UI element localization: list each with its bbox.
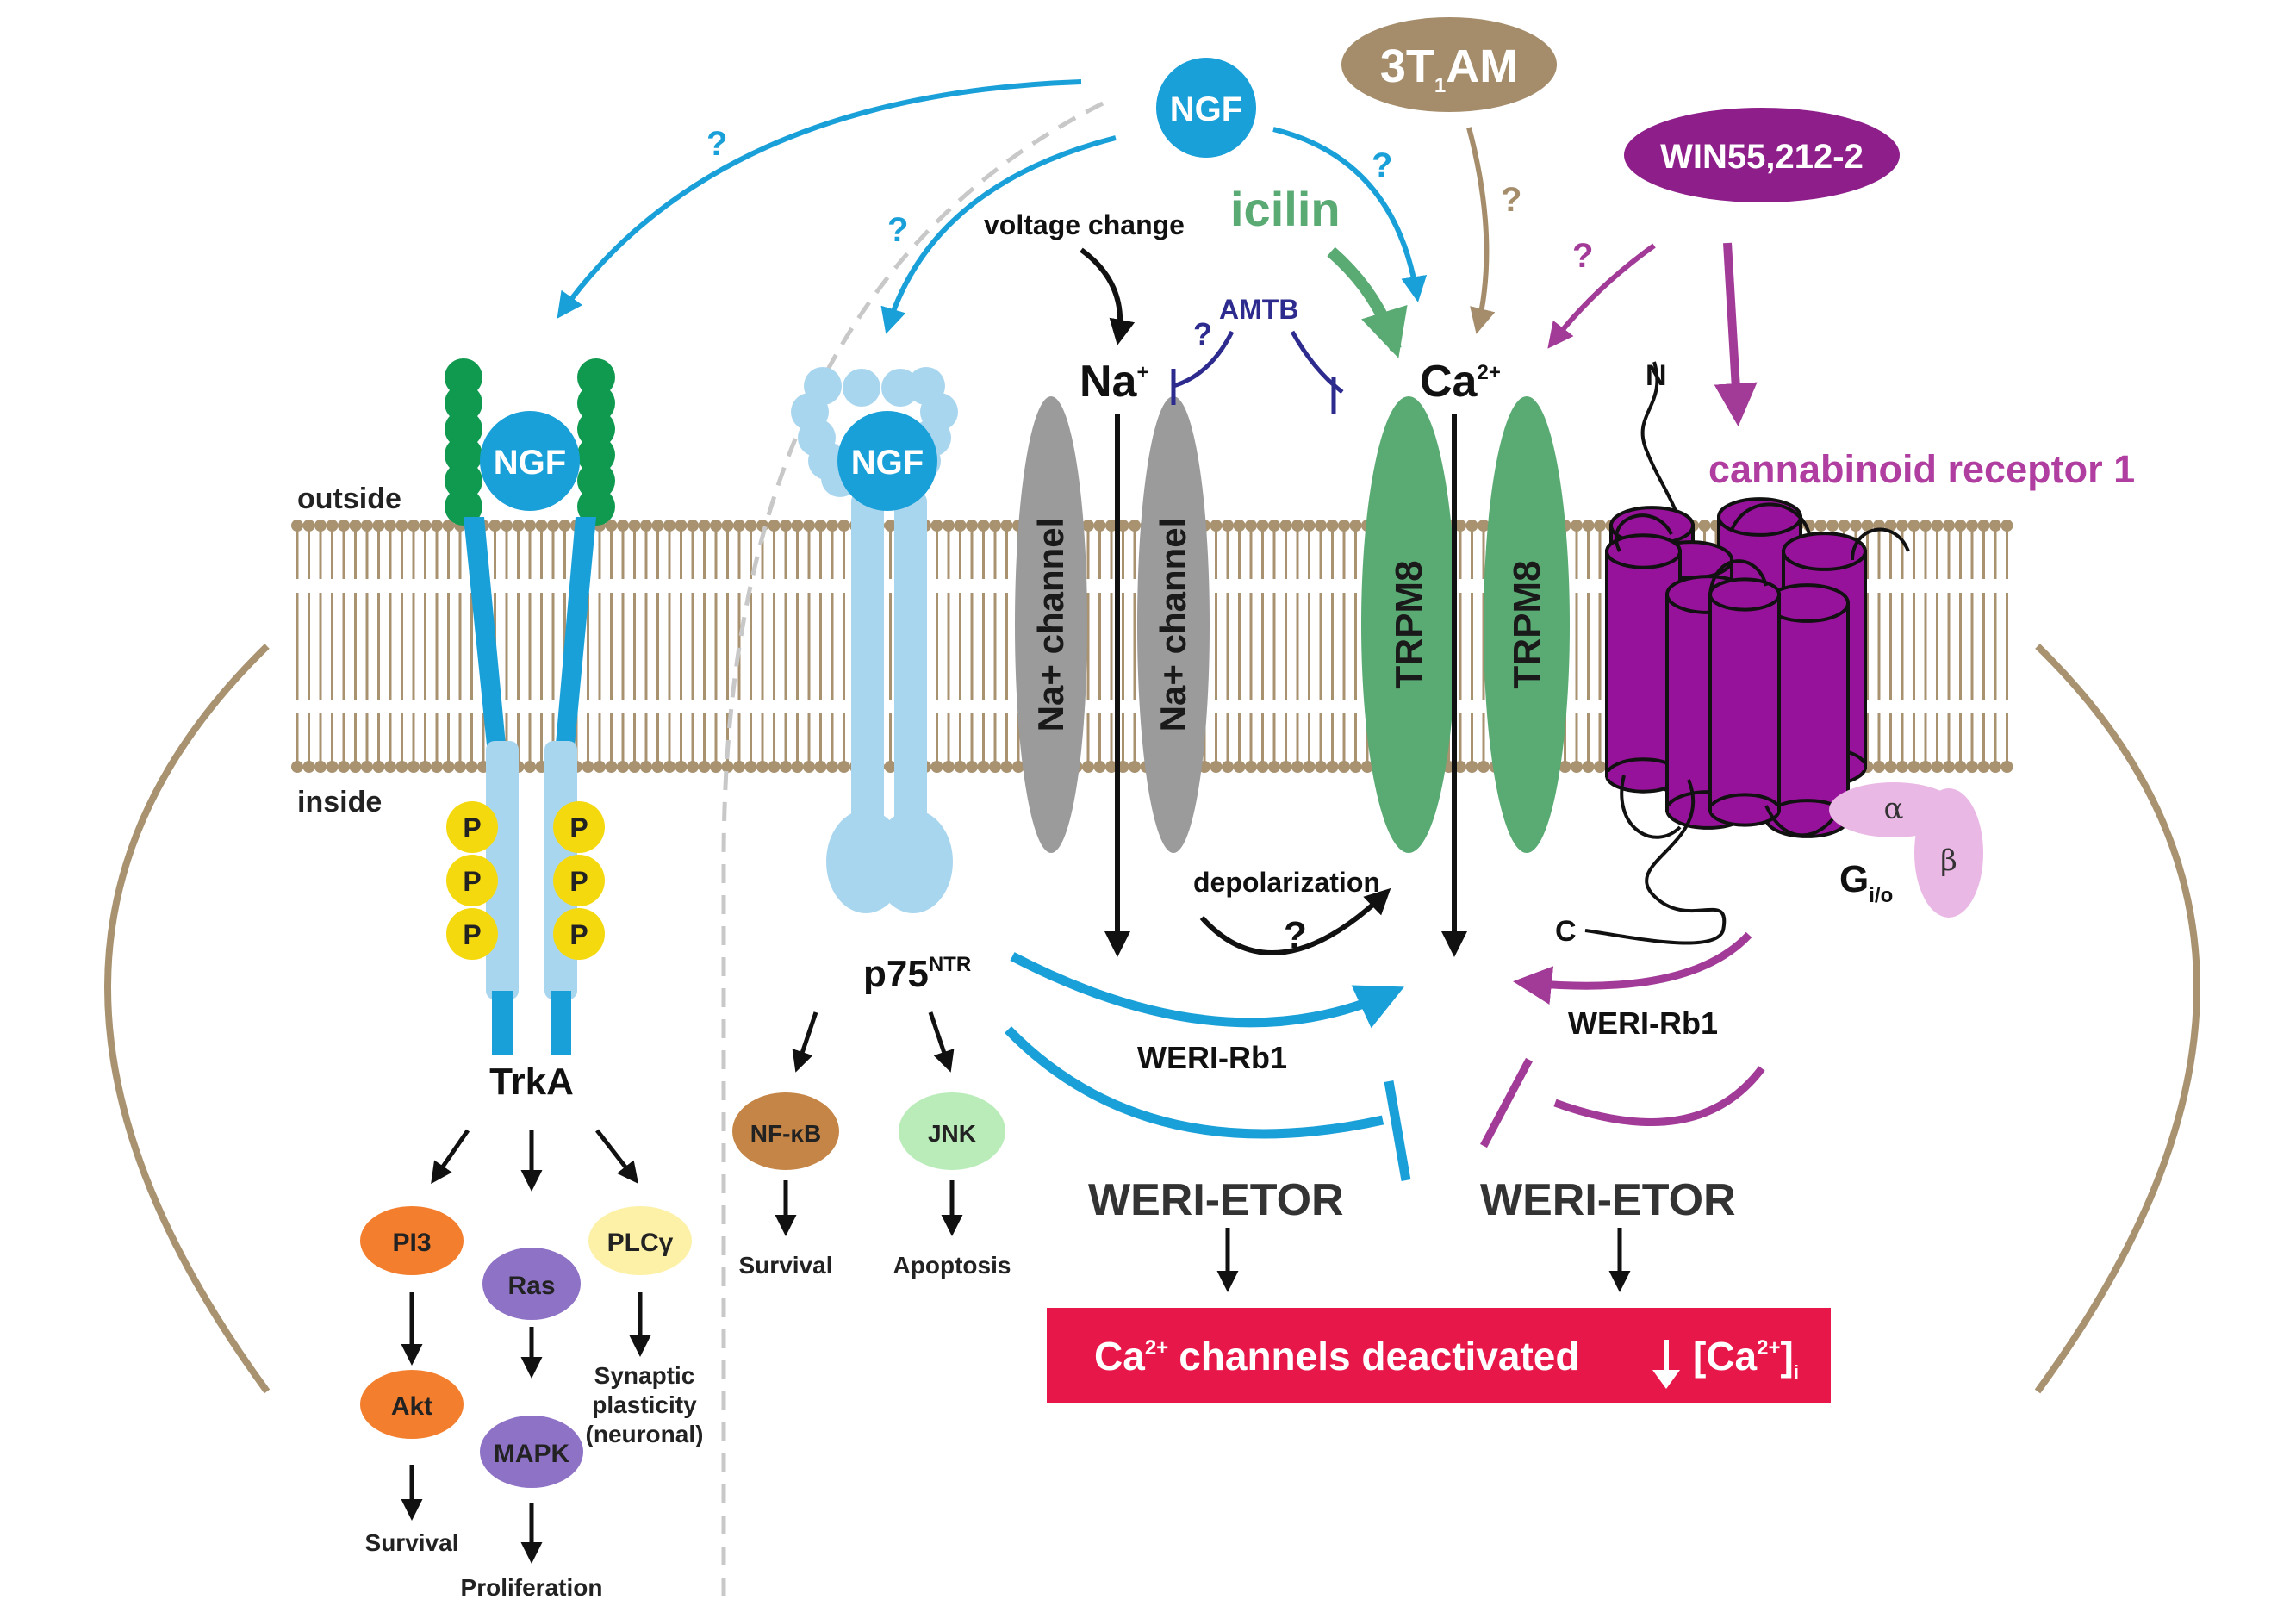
ngf-ligand [1156,58,1256,158]
svg-text:TRPM8: TRPM8 [1388,560,1430,688]
svg-text:P: P [463,919,481,950]
beta-subunit-label: β [1940,843,1957,878]
win-to-ca-arrow [1547,243,1656,349]
question-mark-ngf-ca: ? [1372,146,1392,184]
win55212-ligand [1624,108,1900,202]
nfkb-node [732,1092,839,1170]
3t1am-ligand [1341,17,1557,112]
weri-rb1-left-label: WERI-Rb1 [1137,1040,1287,1075]
pi3-label: PI3 [392,1229,431,1257]
nfkb-label: NF-κB [750,1120,821,1147]
p75ntr-label: p75NTR [863,953,971,995]
question-mark-ngf-p75: ? [887,211,908,249]
trpm8-channel-left: TRPM8 [1361,396,1456,853]
ca-channels-deactivated-banner [1047,1308,1831,1403]
amtb-label: AMTB [1219,294,1298,325]
weri-etor-right-label: WERI-ETOR [1480,1175,1736,1225]
voltage-change-label: voltage change [984,209,1185,240]
sodium-ion-label: Na+ [1080,357,1149,407]
ngf-ligand-label: NGF [1170,90,1242,128]
svg-text:P: P [569,919,588,950]
jnk-label: JNK [928,1120,976,1147]
synaptic-label-2: plasticity [592,1391,697,1418]
outside-label: outside [297,482,401,515]
synaptic-label-3: (neuronal) [586,1421,704,1447]
trka-downstream-arrows [401,1129,651,1564]
cannabinoid-receptor-1 [1584,361,1910,945]
trka-survival-label: Survival [365,1529,459,1556]
question-mark-3t1am: ? [1501,181,1521,219]
svg-text:Na+ channel: Na+ channel [1153,518,1193,732]
trpm8-channel-right: TRPM8 [1484,396,1570,853]
mapk-node [480,1416,583,1488]
c-terminus-label: C [1555,915,1577,948]
g-io-label: Gi/o [1839,858,1893,907]
cb1-label: cannabinoid receptor 1 [1708,447,2135,491]
weri-etor-left-label: WERI-ETOR [1088,1175,1344,1225]
win-to-cb1-arrow [1714,242,1758,426]
cell-outline-left [104,644,271,1394]
p75-downstream-arrows [775,1011,963,1236]
alpha-subunit-label: α [1884,792,1904,826]
ras-label: Ras [507,1272,555,1300]
akt-node [360,1370,464,1439]
3t1am-arrow [1466,127,1496,334]
p75-ngf-label: NGF [851,444,924,482]
icilin-arrow [1327,246,1408,358]
ngf-arrows [557,79,1428,334]
depolarization-arrow [1199,887,1391,955]
g-protein [1829,782,1983,918]
synaptic-label-1: Synaptic [594,1362,695,1389]
svg-text:Na+ channel: Na+ channel [1030,518,1071,732]
banner-text-left: Ca2+channels deactivated [1094,1334,1580,1379]
pi3-node [360,1206,464,1275]
icilin-label: icilin [1230,182,1341,236]
plcg-node [588,1206,692,1275]
proliferation-label: Proliferation [461,1574,603,1601]
jnk-node [899,1092,1005,1170]
depolarization-label: depolarization [1193,867,1380,898]
calcium-ion-label: Ca2+ [1420,357,1501,407]
3t1am-label: 3T1AM [1380,40,1518,97]
mapk-label: MAPK [494,1440,570,1468]
question-mark-win: ? [1572,237,1593,275]
trka-extracellular-domains [445,358,615,526]
svg-text:P: P [463,866,481,897]
p75ntr-receptor: NGF [791,367,958,913]
svg-text:P: P [569,812,588,843]
p75-survival-label: Survival [739,1252,833,1279]
inside-label: inside [297,786,382,818]
weri-rb1-right-label: WERI-Rb1 [1568,1005,1718,1041]
ras-node [482,1248,581,1320]
weri-etor-purple-inhibition [1553,1066,1765,1126]
n-terminus-label: N [1646,359,1667,392]
trka-ngf-label: NGF [494,444,566,482]
plcg-label: PLCγ [607,1229,674,1257]
svg-text:P: P [463,812,481,843]
sodium-channel-left: Na+ channel [1015,396,1087,853]
amtb-inhibition [1171,330,1344,414]
cell-outline-right [2034,644,2200,1394]
akt-label: Akt [391,1392,432,1421]
question-mark-amtb: ? [1193,316,1212,352]
weri-rb1-blue-arrow [1010,952,1404,1029]
weri-rb1-purple-arrow [1513,931,1752,1005]
question-mark-ngf-trka: ? [706,125,727,163]
svg-text:P: P [569,866,588,897]
voltage-change-arrow [1080,247,1136,345]
trka-label: TrkA [489,1061,574,1103]
banner-text-right: [Ca2+]i [1693,1334,1799,1383]
question-mark-depolarization: ? [1284,914,1307,956]
sodium-channel-right: Na+ channel [1137,396,1210,853]
apoptosis-label: Apoptosis [893,1252,1011,1279]
svg-text:TRPM8: TRPM8 [1506,560,1548,688]
weri-etor-blue-inhibition [1005,1026,1384,1139]
win55212-label: WIN55,212-2 [1660,138,1864,176]
